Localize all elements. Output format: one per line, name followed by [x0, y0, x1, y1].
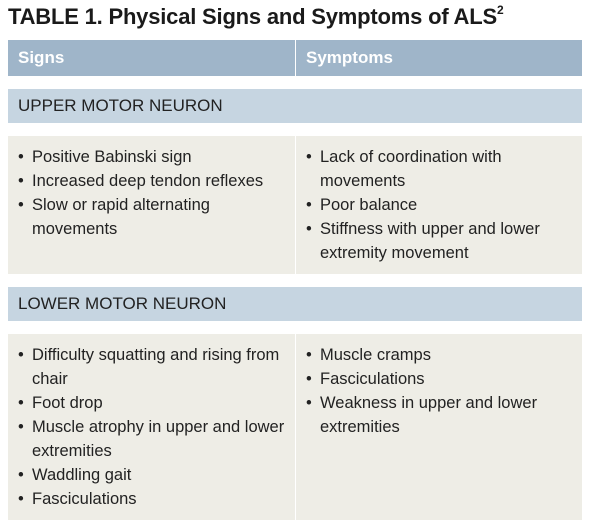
lower-symptoms-list: Muscle cramps Fasciculations Weakness in… — [306, 343, 574, 439]
lower-signs-list: Difficulty squatting and rising from cha… — [18, 343, 287, 511]
table-header-row: Signs Symptoms — [8, 40, 582, 76]
upper-symptoms-cell: Lack of coordination with movements Poor… — [295, 136, 582, 274]
table-title-text: TABLE 1. Physical Signs and Symptoms of … — [8, 4, 497, 29]
list-item: Poor balance — [306, 193, 574, 217]
lower-symptoms-cell: Muscle cramps Fasciculations Weakness in… — [295, 334, 582, 520]
lower-signs-cell: Difficulty squatting and rising from cha… — [8, 334, 295, 520]
list-item: Stiffness with upper and lower extremity… — [306, 217, 574, 265]
list-item: Muscle atrophy in upper and lower extrem… — [18, 415, 287, 463]
section-body-upper-motor-neuron: Positive Babinski sign Increased deep te… — [8, 136, 582, 274]
upper-signs-cell: Positive Babinski sign Increased deep te… — [8, 136, 295, 274]
header-signs: Signs — [18, 48, 65, 67]
list-item: Increased deep tendon reflexes — [18, 169, 287, 193]
upper-signs-list: Positive Babinski sign Increased deep te… — [18, 145, 287, 241]
section-heading-upper-motor-neuron: UPPER MOTOR NEURON — [8, 89, 582, 123]
upper-symptoms-list: Lack of coordination with movements Poor… — [306, 145, 574, 265]
section-heading-lower-motor-neuron: LOWER MOTOR NEURON — [8, 287, 582, 321]
header-symptoms: Symptoms — [295, 40, 582, 76]
table-title: TABLE 1. Physical Signs and Symptoms of … — [8, 3, 504, 30]
list-item: Muscle cramps — [306, 343, 574, 367]
list-item: Fasciculations — [306, 367, 574, 391]
footnote-reference: 2 — [496, 3, 504, 17]
list-item: Difficulty squatting and rising from cha… — [18, 343, 287, 391]
list-item: Fasciculations — [18, 487, 287, 511]
list-item: Lack of coordination with movements — [306, 145, 574, 193]
list-item: Foot drop — [18, 391, 287, 415]
list-item: Weakness in upper and lower extremities — [306, 391, 574, 439]
list-item: Positive Babinski sign — [18, 145, 287, 169]
section-body-lower-motor-neuron: Difficulty squatting and rising from cha… — [8, 334, 582, 520]
list-item: Waddling gait — [18, 463, 287, 487]
signs-symptoms-table: Signs Symptoms UPPER MOTOR NEURON Positi… — [8, 40, 582, 520]
list-item: Slow or rapid alternating movements — [18, 193, 287, 241]
